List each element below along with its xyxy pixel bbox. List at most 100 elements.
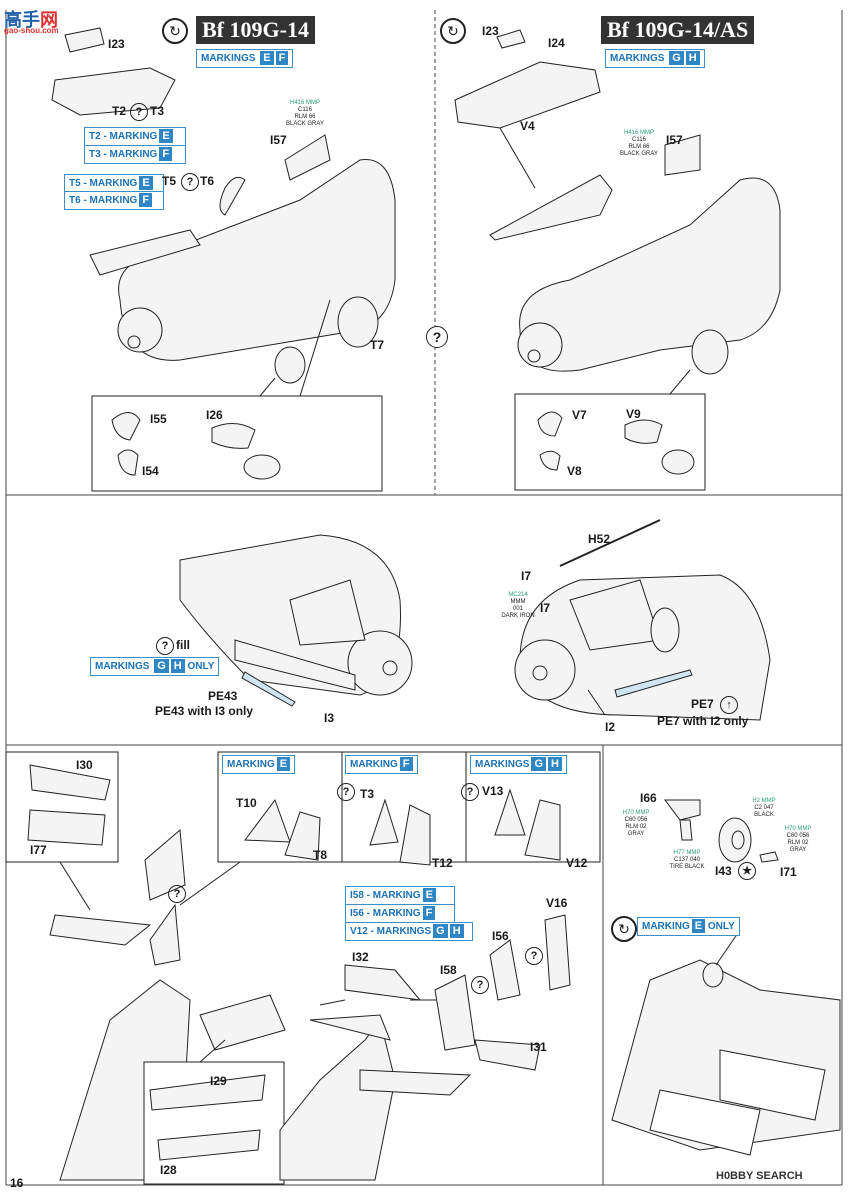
marking-box: H [449, 924, 464, 938]
rotate-icon: ↻ [440, 18, 466, 44]
part-t8: T8 [313, 848, 328, 862]
marking-box: E [139, 176, 153, 190]
table-text: T6 - MARKING [69, 195, 138, 206]
part-v7: V7 [572, 408, 587, 422]
part-t3: T3 [150, 104, 165, 118]
paint-callout: H2 MMP C2 047 BLACK [748, 798, 780, 819]
paint-code: 047 [763, 805, 774, 811]
paint-callout: MC214 MMM 001 DARK IRON [500, 592, 536, 620]
question-icon: ? [525, 947, 543, 965]
question-icon: ? [181, 173, 199, 191]
marking-box: F [399, 757, 413, 771]
part-t6: T6 [200, 174, 215, 188]
paint-code: TIRE BLACK [669, 864, 705, 870]
paint-code: RLM 66 [294, 114, 316, 120]
question-icon: ? [337, 783, 355, 801]
paint-code: GRAY [627, 831, 645, 837]
marking-box: F [139, 193, 153, 207]
part-i55: I55 [150, 412, 167, 426]
part-i32: I32 [352, 950, 369, 964]
part-v12: V12 [566, 856, 588, 870]
part-i30: I30 [76, 758, 93, 772]
markings-label: MARKINGS [95, 661, 150, 672]
paint-code: BLACK [754, 812, 774, 818]
marking-box: H [170, 659, 185, 673]
markings-label: MARKING [227, 759, 275, 770]
paint-code: MMP [635, 810, 650, 816]
section2-title: Bf 109G-14/AS [601, 16, 755, 44]
paint-code: C60 [624, 817, 636, 823]
marking-box: E [422, 888, 436, 902]
part-i28: I28 [160, 1163, 177, 1177]
marking-box: G [433, 924, 448, 938]
paint-callout: H70 MMP C60 056 RLM 02 GRAY [620, 810, 652, 838]
table-text: I56 - MARKING [350, 908, 421, 919]
part-i56: I56 [492, 929, 509, 943]
part-i31: I31 [530, 1040, 547, 1054]
part-v13: V13 [482, 784, 504, 798]
paint-code: 001 [512, 606, 523, 612]
star-icon: ★ [738, 862, 756, 880]
paint-code: BLACK GRAY [620, 151, 658, 157]
part-i29: I29 [210, 1074, 227, 1088]
pe7-note: PE7 with I2 only [657, 714, 749, 728]
marking-box: H [685, 51, 700, 65]
fill-label: fill [176, 638, 190, 652]
table-text: T3 - MARKING [89, 149, 158, 160]
part-i26: I26 [206, 408, 223, 422]
part-i54: I54 [142, 464, 159, 478]
paint-code: C116 [632, 137, 646, 143]
rotate-icon: ↻ [611, 916, 637, 942]
marking-box: F [422, 906, 436, 920]
paint-code: C60 [786, 833, 798, 839]
only-label: ONLY [187, 661, 215, 672]
markings-label: MARKING [642, 921, 690, 932]
part-t3b: T3 [360, 787, 375, 801]
table-text: T2 - MARKING [89, 131, 158, 142]
markings-label: MARKING [350, 759, 398, 770]
marking-box: F [159, 147, 173, 161]
paint-code: MMP [761, 798, 776, 804]
part-t7: T7 [370, 338, 385, 352]
marking-box: E [276, 757, 291, 771]
marking-box: E [691, 919, 706, 933]
paint-code: MMP [797, 826, 812, 832]
paint-callout: H70 MMP C60 056 RLM 02 GRAY [782, 826, 814, 854]
paint-code: DARK IRON [501, 613, 535, 619]
page-number: 16 [10, 1176, 24, 1190]
question-icon: ? [471, 976, 489, 994]
part-i58: I58 [440, 963, 457, 977]
paint-code: 040 [690, 857, 701, 863]
paint-code: C116 [298, 107, 312, 113]
markings-label: MARKINGS [475, 759, 530, 770]
part-t10: T10 [236, 796, 257, 810]
question-icon: ? [156, 637, 174, 655]
paint-code: RLM 02 [625, 824, 647, 830]
paint-code: MC214 [508, 592, 528, 598]
question-icon: ? [130, 103, 148, 121]
paint-code: 056 [799, 833, 810, 839]
part-t2: T2 [112, 104, 127, 118]
paint-callout: H77 MMP C137 040 TIRE BLACK [666, 850, 708, 871]
paint-code: H416 MMP [289, 100, 320, 106]
part-i23: I23 [108, 37, 125, 51]
part-v9: V9 [626, 407, 641, 421]
part-h52: H52 [588, 532, 611, 546]
part-i43: I43 [715, 864, 732, 878]
part-i2: I2 [605, 720, 616, 734]
question-icon: ? [168, 885, 186, 903]
part-pe43: PE43 [208, 689, 238, 703]
marking-box: G [669, 51, 684, 65]
question-icon: ? [461, 783, 479, 801]
part-i7a: I7 [521, 569, 532, 583]
